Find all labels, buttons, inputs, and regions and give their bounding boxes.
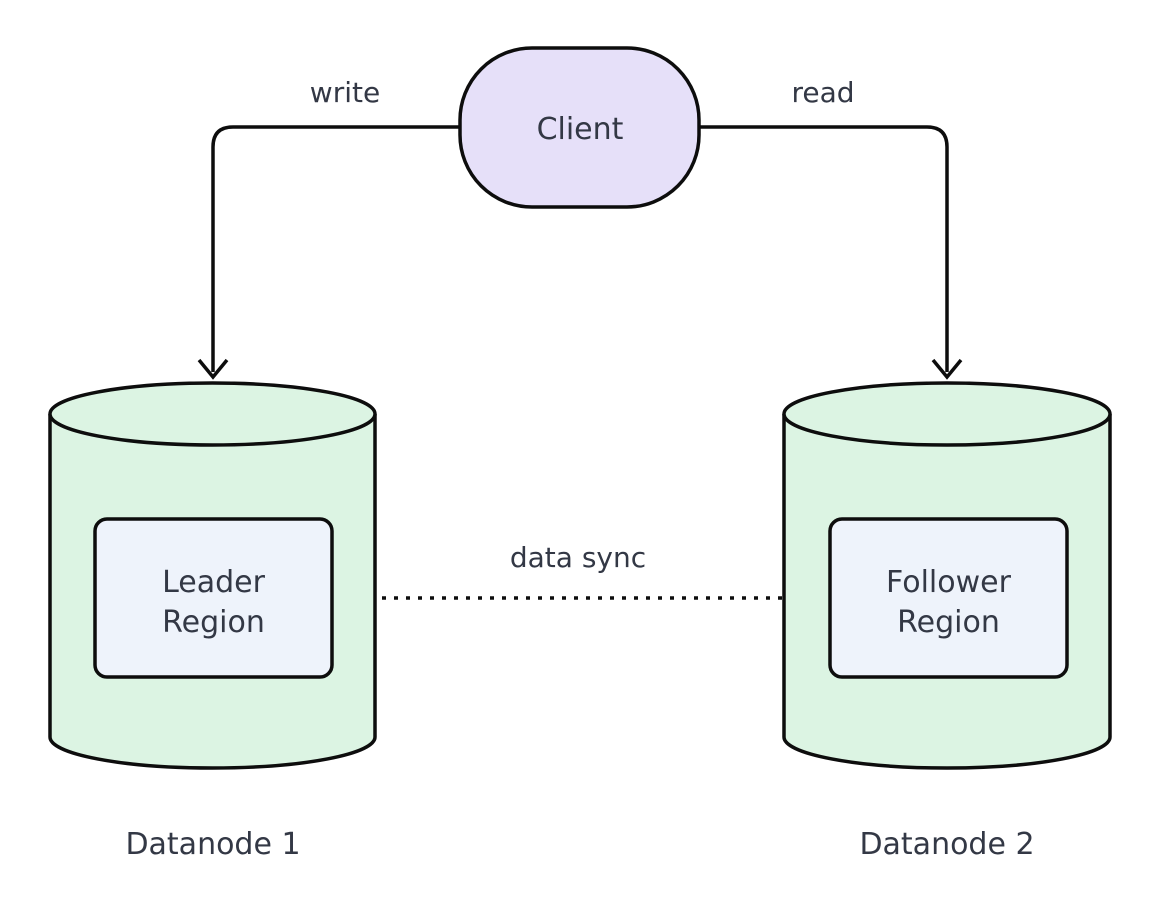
datanode2-label: Datanode 2 (859, 827, 1034, 862)
follower-region-label-line1: Follower (886, 565, 1012, 600)
datanode1-cylinder: Leader Region Datanode 1 (48, 381, 377, 862)
client-node: Client (458, 46, 701, 209)
read-arrowhead-icon (931, 358, 963, 380)
read-edge-line (699, 125, 949, 372)
write-arrowhead-icon (197, 358, 229, 380)
follower-region-box (828, 517, 1069, 679)
datanode1-label: Datanode 1 (125, 827, 300, 862)
write-edge: write (197, 76, 460, 380)
write-edge-label: write (310, 76, 380, 109)
datanode2-cylinder: Follower Region Datanode 2 (782, 381, 1112, 862)
leader-region-label-line1: Leader (162, 565, 266, 600)
follower-region-label-line2: Region (897, 605, 1000, 640)
datanode2-cylinder-top (782, 381, 1112, 447)
datanode1-cylinder-top (48, 381, 377, 447)
leader-region-label-line2: Region (162, 605, 265, 640)
data-sync-edge-label: data sync (510, 541, 646, 574)
read-edge: read (699, 76, 963, 380)
data-sync-edge: data sync (334, 541, 826, 618)
client-node-shape (458, 46, 701, 209)
leader-region-box (93, 517, 334, 679)
client-node-label: Client (537, 112, 624, 147)
read-edge-label: read (791, 76, 854, 109)
write-edge-line (211, 125, 460, 372)
